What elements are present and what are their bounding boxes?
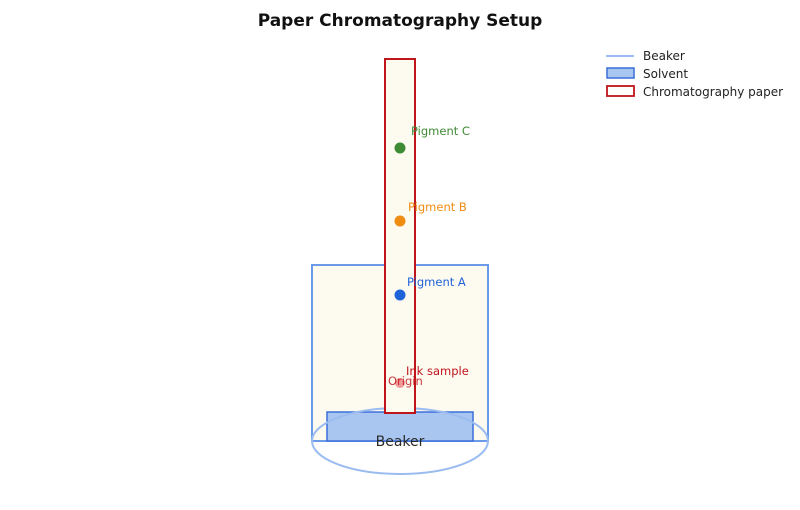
legend: Beaker Solvent Chromatography paper (606, 49, 783, 99)
legend-solvent-label: Solvent (643, 67, 688, 81)
legend-paper-label: Chromatography paper (643, 85, 783, 99)
pigment-c-label: Pigment C (411, 124, 470, 138)
pigment-c-spot (394, 142, 406, 154)
legend-solvent-swatch (606, 67, 635, 79)
solvent (326, 411, 474, 442)
origin-label: Origin (388, 374, 423, 388)
legend-beaker-label: Beaker (643, 49, 685, 63)
pigment-a-spot (394, 289, 406, 301)
pigment-b-label: Pigment B (408, 200, 467, 214)
legend-paper-swatch (606, 85, 635, 97)
chromatography-paper (384, 58, 416, 414)
beaker-label: Beaker (376, 434, 425, 450)
diagram-title: Paper Chromatography Setup (258, 11, 543, 31)
origin-spot (395, 378, 405, 388)
pigment-b-spot (394, 215, 406, 227)
ink-sample-label: Ink sample (406, 364, 469, 378)
pigment-a-label: Pigment A (407, 275, 466, 289)
